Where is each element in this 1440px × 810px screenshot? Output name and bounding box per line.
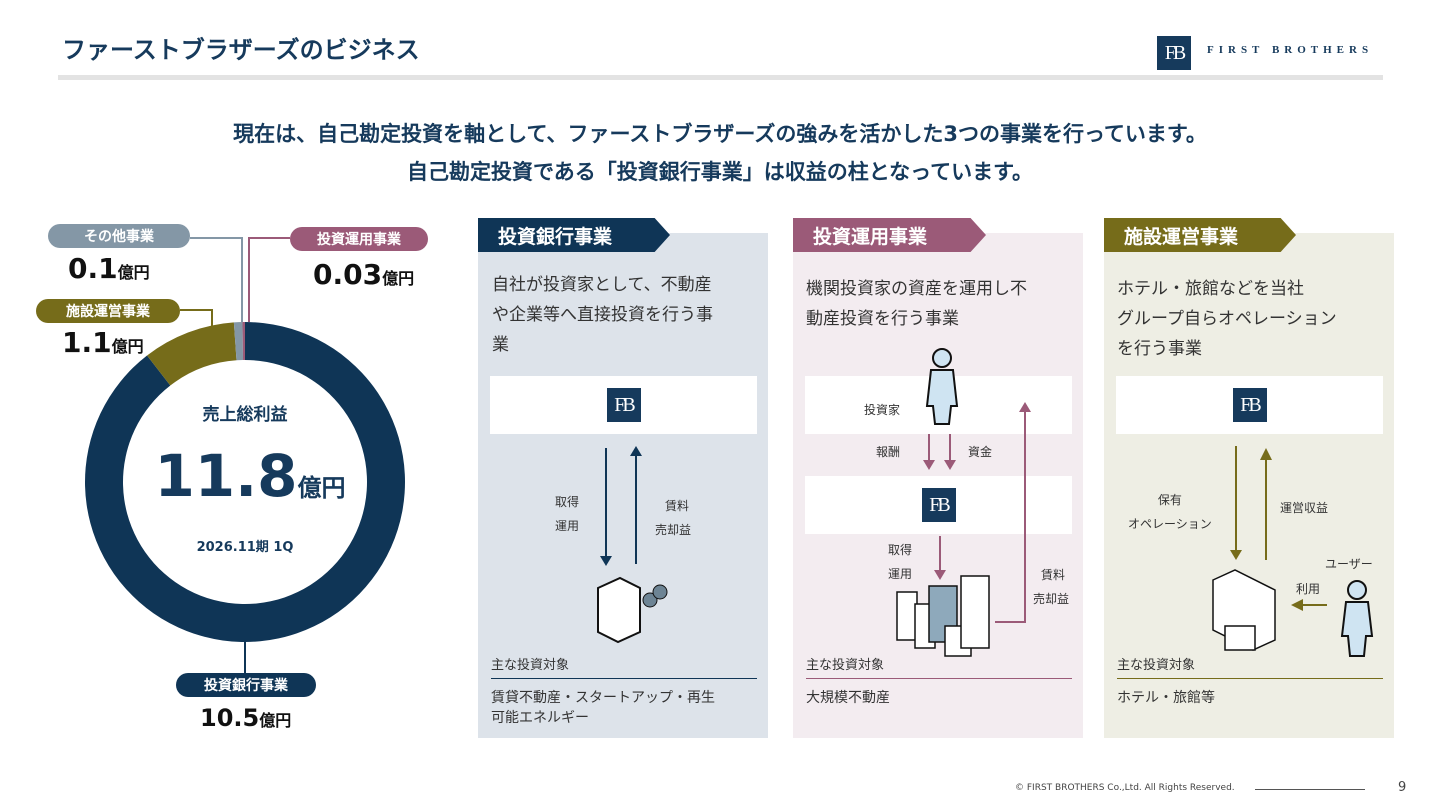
buildings-icon — [896, 575, 990, 657]
fee-label: 報酬 — [876, 445, 901, 459]
donut-chart — [85, 237, 405, 675]
label-facility: 施設運営事業 — [36, 299, 180, 323]
donut-title: 売上総利益 — [202, 405, 288, 425]
am-target: 大規模不動産 — [806, 690, 890, 706]
logo-text: FIRST BROTHERS — [1207, 44, 1374, 56]
ib-target-label: 主な投資対象 — [491, 658, 570, 673]
tag-facility-operation: 施設運営事業 — [1104, 218, 1296, 252]
panel-investment-banking — [478, 233, 768, 738]
hotel-icon — [1212, 569, 1276, 651]
value-am: 0.03億円 — [313, 258, 415, 291]
ib-flow-icon — [597, 446, 668, 644]
ib-target: 賃貸不動産・スタートアップ・再生可能エネルギー — [491, 690, 715, 726]
desc-ib: 自社が投資家として、不動産や企業等へ直接投資を行う事業 — [492, 275, 713, 355]
desc-fo: ホテル・旅館などを当社グループ自らオペレーションを行う事業 — [1117, 279, 1337, 359]
fo-target: ホテル・旅館等 — [1117, 690, 1215, 706]
am-down-label: 取得運用 — [888, 543, 913, 581]
fb-logo: FB — [921, 488, 956, 522]
funds-label: 資金 — [968, 445, 993, 459]
ib-down-label: 取得運用 — [555, 495, 580, 533]
use-label: 利用 — [1296, 582, 1321, 596]
user-label: ユーザー — [1325, 557, 1373, 571]
donut-period: 2026.11期 1Q — [196, 540, 294, 555]
fb-box: FB — [1116, 376, 1383, 434]
building-icon — [597, 576, 641, 644]
am-target-label: 主な投資対象 — [806, 658, 885, 673]
fo-flow-icon — [1212, 446, 1374, 657]
page-title: ファーストブラザーズのビジネス — [62, 36, 420, 64]
slice-施設運営事業 — [147, 322, 237, 386]
divider — [806, 678, 1072, 679]
am-up-label: 賃料売却益 — [1033, 568, 1070, 606]
person-icon — [925, 348, 959, 425]
investor-label: 投資家 — [864, 403, 901, 417]
am-flow-icon — [896, 348, 1031, 657]
tag-investment-banking: 投資銀行事業 — [478, 218, 670, 252]
fb-box: FB — [805, 476, 1072, 534]
donut-total: 11.8億円 — [154, 442, 346, 510]
leader-other — [190, 237, 243, 322]
fo-up-label: 運営収益 — [1280, 501, 1329, 515]
logo-mark: FB — [1157, 36, 1191, 70]
label-other: その他事業 — [48, 224, 190, 248]
label-am: 投資運用事業 — [290, 227, 428, 251]
ib-up-label: 賃料売却益 — [655, 499, 692, 537]
value-facility: 1.1億円 — [62, 326, 144, 359]
copyright: © FIRST BROTHERS Co.,Ltd. All Rights Res… — [1015, 783, 1235, 793]
value-other: 0.1億円 — [68, 252, 150, 285]
person-icon — [1340, 580, 1374, 657]
leader-facility — [180, 309, 213, 335]
fo-down-label: 保有オペレーション — [1128, 493, 1212, 531]
leader-am — [248, 237, 290, 322]
title-divider — [58, 75, 1383, 80]
fo-target-label: 主な投資対象 — [1117, 658, 1196, 673]
fb-logo: FB — [1232, 388, 1267, 422]
slice-その他事業 — [233, 322, 244, 361]
label-ib: 投資銀行事業 — [176, 673, 316, 697]
lead-line-1: 現在は、自己勘定投資を軸として、ファーストブラザーズの強みを活かした3つの事業を… — [233, 122, 1207, 146]
divider — [491, 678, 757, 679]
page-number: 9 — [1398, 780, 1407, 795]
lead-line-2: 自己勘定投資である「投資銀行事業」は収益の柱となっています。 — [406, 160, 1033, 184]
divider — [1117, 678, 1383, 679]
panel-facility-operation — [1104, 233, 1394, 738]
fb-logo: FB — [606, 388, 641, 422]
fb-box: FB — [490, 376, 757, 434]
slice-投資運用事業 — [242, 322, 245, 361]
desc-am: 機関投資家の資産を運用し不動産投資を行う事業 — [806, 279, 1027, 329]
footer-rule — [1255, 789, 1365, 790]
tag-asset-management: 投資運用事業 — [793, 218, 986, 252]
value-ib: 10.5億円 — [200, 704, 292, 732]
